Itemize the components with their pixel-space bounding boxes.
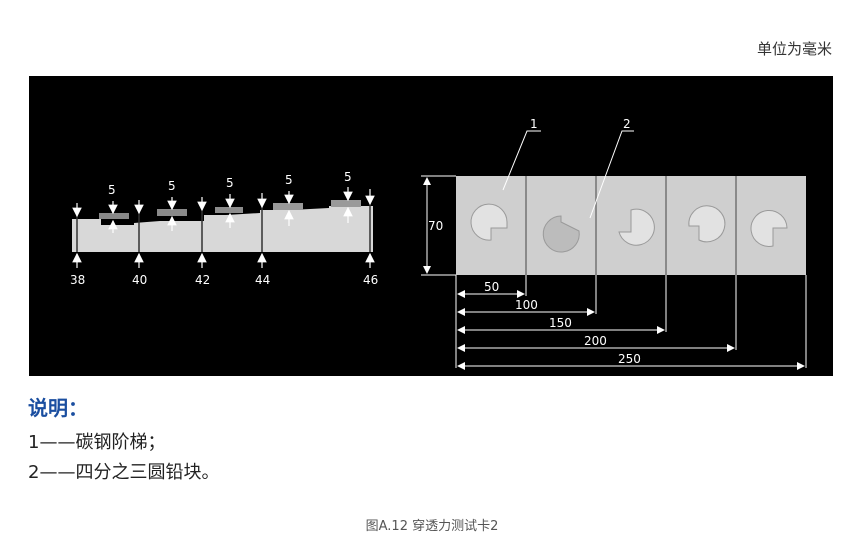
legend-text: 碳钢阶梯； <box>75 432 166 453</box>
thickness-label: 40 <box>132 273 147 287</box>
step-label: 5 <box>285 173 293 187</box>
thickness-label: 44 <box>255 273 270 287</box>
step-label: 5 <box>226 176 234 190</box>
width-dimension-100: 100 <box>515 298 538 312</box>
callout-2: 2 <box>623 117 631 131</box>
width-dimension-250: 250 <box>618 352 641 366</box>
width-dimension-50: 50 <box>484 280 499 294</box>
legend-num: 1 <box>28 432 40 453</box>
legend-dash: —— <box>39 462 76 483</box>
figure-panel: 5 5 5 5 5 38 40 42 44 46 <box>29 76 833 376</box>
height-dimension: 70 <box>428 219 443 233</box>
unit-label: 单位为毫米 <box>756 40 832 58</box>
width-dimension-150: 150 <box>549 316 572 330</box>
figure-drawing: 5 5 5 5 5 38 40 42 44 46 <box>70 117 807 370</box>
step-label: 5 <box>168 179 176 193</box>
figure-caption: 图A.12 穿透力测试卡2 <box>365 519 499 534</box>
legend-text: 四分之三圆铅块。 <box>75 462 220 483</box>
legend-dash: —— <box>39 432 76 453</box>
step-label: 5 <box>344 170 352 184</box>
thickness-label: 38 <box>70 273 85 287</box>
legend-item-2: 2——四分之三圆铅块。 <box>28 458 219 484</box>
legend-title: 说明： <box>28 396 88 420</box>
legend-item-1: 1——碳钢阶梯； <box>28 428 165 454</box>
thickness-label: 46 <box>363 273 378 287</box>
callout-1: 1 <box>530 117 538 131</box>
step-label: 5 <box>108 183 116 197</box>
step-wedge-side-view: 5 5 5 5 5 38 40 42 44 46 <box>70 170 378 287</box>
step-wedge-top-view: 1 2 70 50 <box>421 117 807 370</box>
legend-num: 2 <box>28 462 40 483</box>
thickness-label: 42 <box>195 273 210 287</box>
width-dimension-200: 200 <box>584 334 607 348</box>
